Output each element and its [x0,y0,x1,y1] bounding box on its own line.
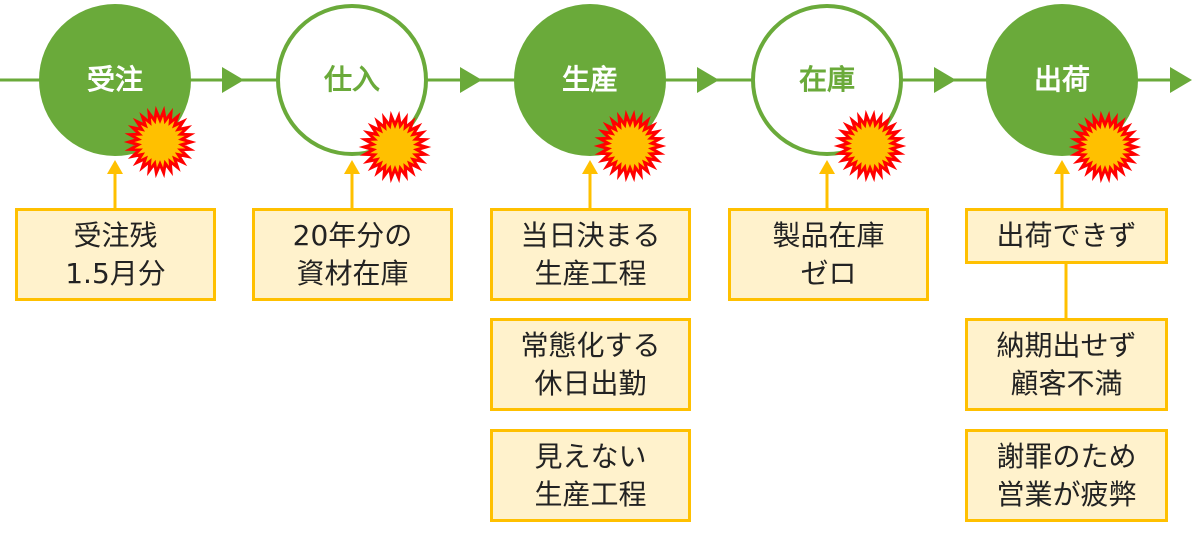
connector-order-head [107,160,123,174]
note-line: 納期出せず [996,328,1137,362]
burst-core [379,131,411,163]
note-material-stock: 20年分の 資材在庫 [252,208,453,301]
note-order-backlog: 受注残 1.5月分 [15,208,216,301]
note-line: 常態化する [520,328,661,362]
connector-production-head [582,160,598,174]
stage-label-production: 生産 [561,63,618,96]
note-line: 製品在庫 [772,218,885,252]
flow-arrow-2 [460,67,482,93]
connector-purchase-head [344,160,360,174]
stage-circle-inventory [751,4,903,156]
note-cannot-ship: 出荷できず [965,208,1168,264]
burst-core [144,126,176,158]
burst-layer [123,105,1142,184]
note-line: 1.5月分 [65,256,166,290]
note-holiday-work: 常態化する 休日出勤 [490,318,691,411]
connector-shipping-head [1054,160,1070,174]
stage-label-inventory: 在庫 [798,63,855,96]
stage-label-shipping: 出荷 [1033,63,1090,96]
note-line: 休日出勤 [534,366,647,400]
stage-label-purchase: 仕入 [323,63,380,96]
burst-core [1089,131,1121,163]
flow-arrow-3 [697,67,719,93]
note-line: 20年分の [292,218,413,252]
note-product-stock-zero: 製品在庫 ゼロ [728,208,929,301]
note-line: 資材在庫 [296,256,409,290]
note-line: 営業が疲弊 [996,477,1137,511]
burst-core [614,130,646,162]
note-production-process-same-day: 当日決まる 生産工程 [490,208,691,301]
connector-inventory-head [819,160,835,174]
note-line: 当日決まる [520,218,661,252]
note-customer-dissatisfied: 納期出せず 顧客不満 [965,318,1168,411]
note-line: 顧客不満 [1010,366,1123,400]
stage-label-order: 受注 [86,63,143,96]
note-invisible-process: 見えない 生産工程 [490,429,691,522]
note-line: 受注残 [73,218,158,252]
flow-arrow-4 [934,67,956,93]
note-line: ゼロ [800,256,857,290]
note-line: 生産工程 [534,477,647,511]
note-line: 見えない [534,439,647,473]
flow-arrow-5 [1170,67,1192,93]
note-sales-exhausted: 謝罪のため 営業が疲弊 [965,429,1168,522]
stage-circle-purchase [276,4,428,156]
flow-arrow-1 [222,67,244,93]
note-line: 生産工程 [534,256,647,290]
burst-core [854,130,886,162]
note-line: 謝罪のため [996,439,1137,473]
note-line: 出荷できず [996,219,1137,252]
